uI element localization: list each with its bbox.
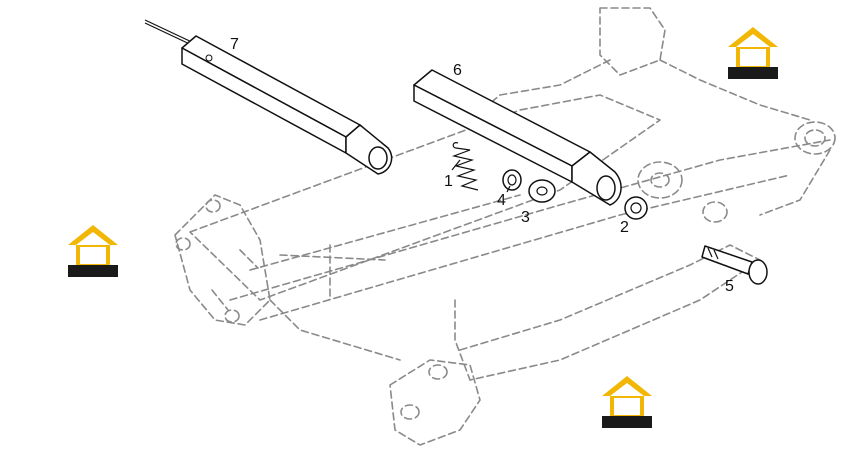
- callout-numbers: 1 2 3 4 5 6 7: [230, 36, 734, 295]
- callout-3: 3: [521, 209, 530, 226]
- part-2-bushing: [624, 196, 648, 220]
- watermark-logo: [596, 370, 658, 432]
- callout-7: 7: [230, 36, 239, 53]
- callout-4: 4: [497, 192, 506, 209]
- watermark-logo: [62, 219, 124, 281]
- leader-lines: [451, 159, 511, 193]
- part-7-lever: [144, 19, 393, 175]
- callout-2: 2: [620, 219, 629, 236]
- part-5-pin: [701, 245, 768, 285]
- callout-1: 1: [444, 173, 453, 190]
- part-6-arm: [413, 69, 622, 206]
- part-4-bushing: [502, 169, 522, 191]
- callout-5: 5: [725, 278, 734, 295]
- part-1-spring: [451, 142, 479, 191]
- callout-6: 6: [453, 62, 462, 79]
- part-3-washer: [528, 179, 556, 203]
- watermark-logo: [722, 21, 784, 83]
